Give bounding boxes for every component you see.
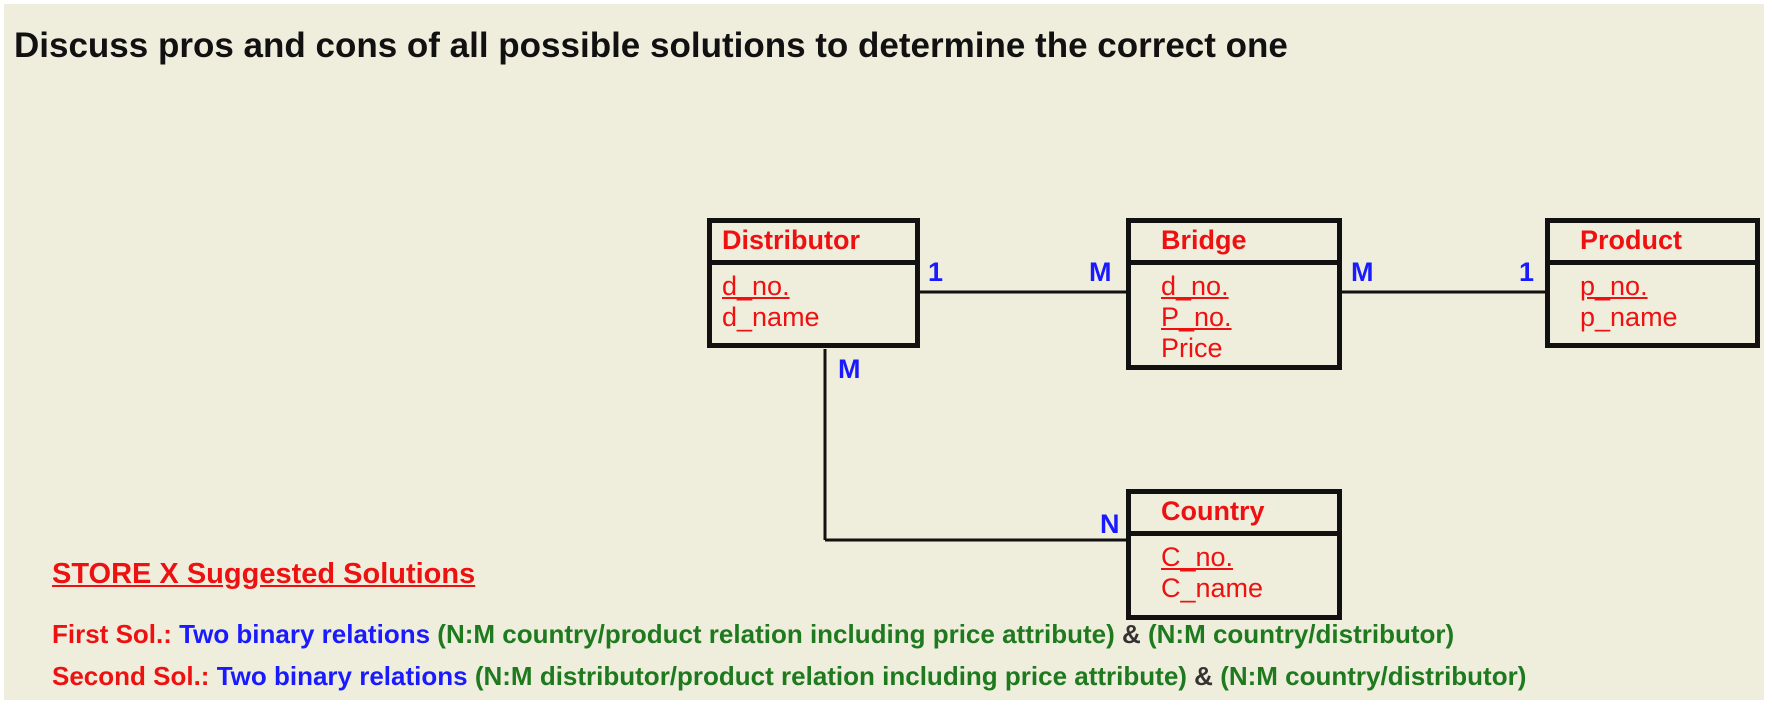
slide-title: Discuss pros and cons of all possible so…	[14, 26, 1288, 65]
second-solution-ampersand: &	[1194, 661, 1213, 691]
first-solution: First Sol.: Two binary relations (N:M co…	[52, 619, 1454, 650]
second-solution: Second Sol.: Two binary relations (N:M d…	[52, 661, 1526, 692]
country-attr-c-no: C_no.	[1161, 542, 1234, 572]
country-entity-name: Country	[1131, 494, 1337, 536]
bridge-entity-name: Bridge	[1131, 223, 1337, 265]
product-attr-p-no: p_no.	[1580, 271, 1648, 301]
bridge-attr-p-no: P_no.	[1161, 302, 1232, 332]
bridge-entity: Bridge d_no. P_no. Price	[1126, 218, 1342, 370]
cardinality-distributor-bridge-right: M	[1089, 257, 1112, 287]
first-solution-ampersand: &	[1121, 619, 1141, 649]
cardinality-bridge-product-left: M	[1351, 257, 1374, 287]
second-solution-label: Second Sol.:	[52, 661, 210, 691]
distributor-entity: Distributor d_no. d_name	[707, 218, 920, 348]
first-solution-label: First Sol.:	[52, 619, 172, 649]
distributor-attributes: d_no. d_name	[712, 265, 915, 333]
country-attr-c-name: C_name	[1161, 573, 1264, 603]
product-entity: Product p_no. p_name	[1545, 218, 1760, 348]
cardinality-distributor-bridge-left: 1	[928, 257, 944, 287]
cardinality-distributor-country-top: M	[838, 354, 861, 384]
second-solution-type: Two binary relations	[216, 661, 468, 691]
cardinality-bridge-product-right: 1	[1519, 257, 1535, 287]
product-attr-p-name: p_name	[1580, 302, 1678, 332]
first-solution-type: Two binary relations	[179, 619, 431, 649]
first-solution-relation-1: (N:M country/product relation including …	[437, 619, 1115, 649]
bridge-attr-d-no: d_no.	[1161, 271, 1229, 301]
solutions-heading: STORE X Suggested Solutions	[52, 558, 476, 590]
cardinality-distributor-country-right: N	[1100, 509, 1120, 539]
relationship-lines	[823, 290, 1548, 542]
distributor-entity-name: Distributor	[712, 223, 915, 265]
first-solution-relation-2: (N:M country/distributor)	[1147, 619, 1455, 649]
product-entity-name: Product	[1550, 223, 1755, 265]
distributor-attr-d-no: d_no.	[722, 271, 790, 301]
second-solution-relation-1: (N:M distributor/product relation includ…	[474, 661, 1187, 691]
country-attributes: C_no. C_name	[1131, 536, 1337, 604]
distributor-attr-d-name: d_name	[722, 302, 820, 332]
bridge-attr-price: Price	[1161, 333, 1223, 363]
second-solution-relation-2: (N:M country/distributor)	[1220, 661, 1527, 691]
bridge-attributes: d_no. P_no. Price	[1131, 265, 1337, 364]
country-entity: Country C_no. C_name	[1126, 489, 1342, 620]
slide: Discuss pros and cons of all possible so…	[4, 4, 1764, 700]
product-attributes: p_no. p_name	[1550, 265, 1755, 333]
